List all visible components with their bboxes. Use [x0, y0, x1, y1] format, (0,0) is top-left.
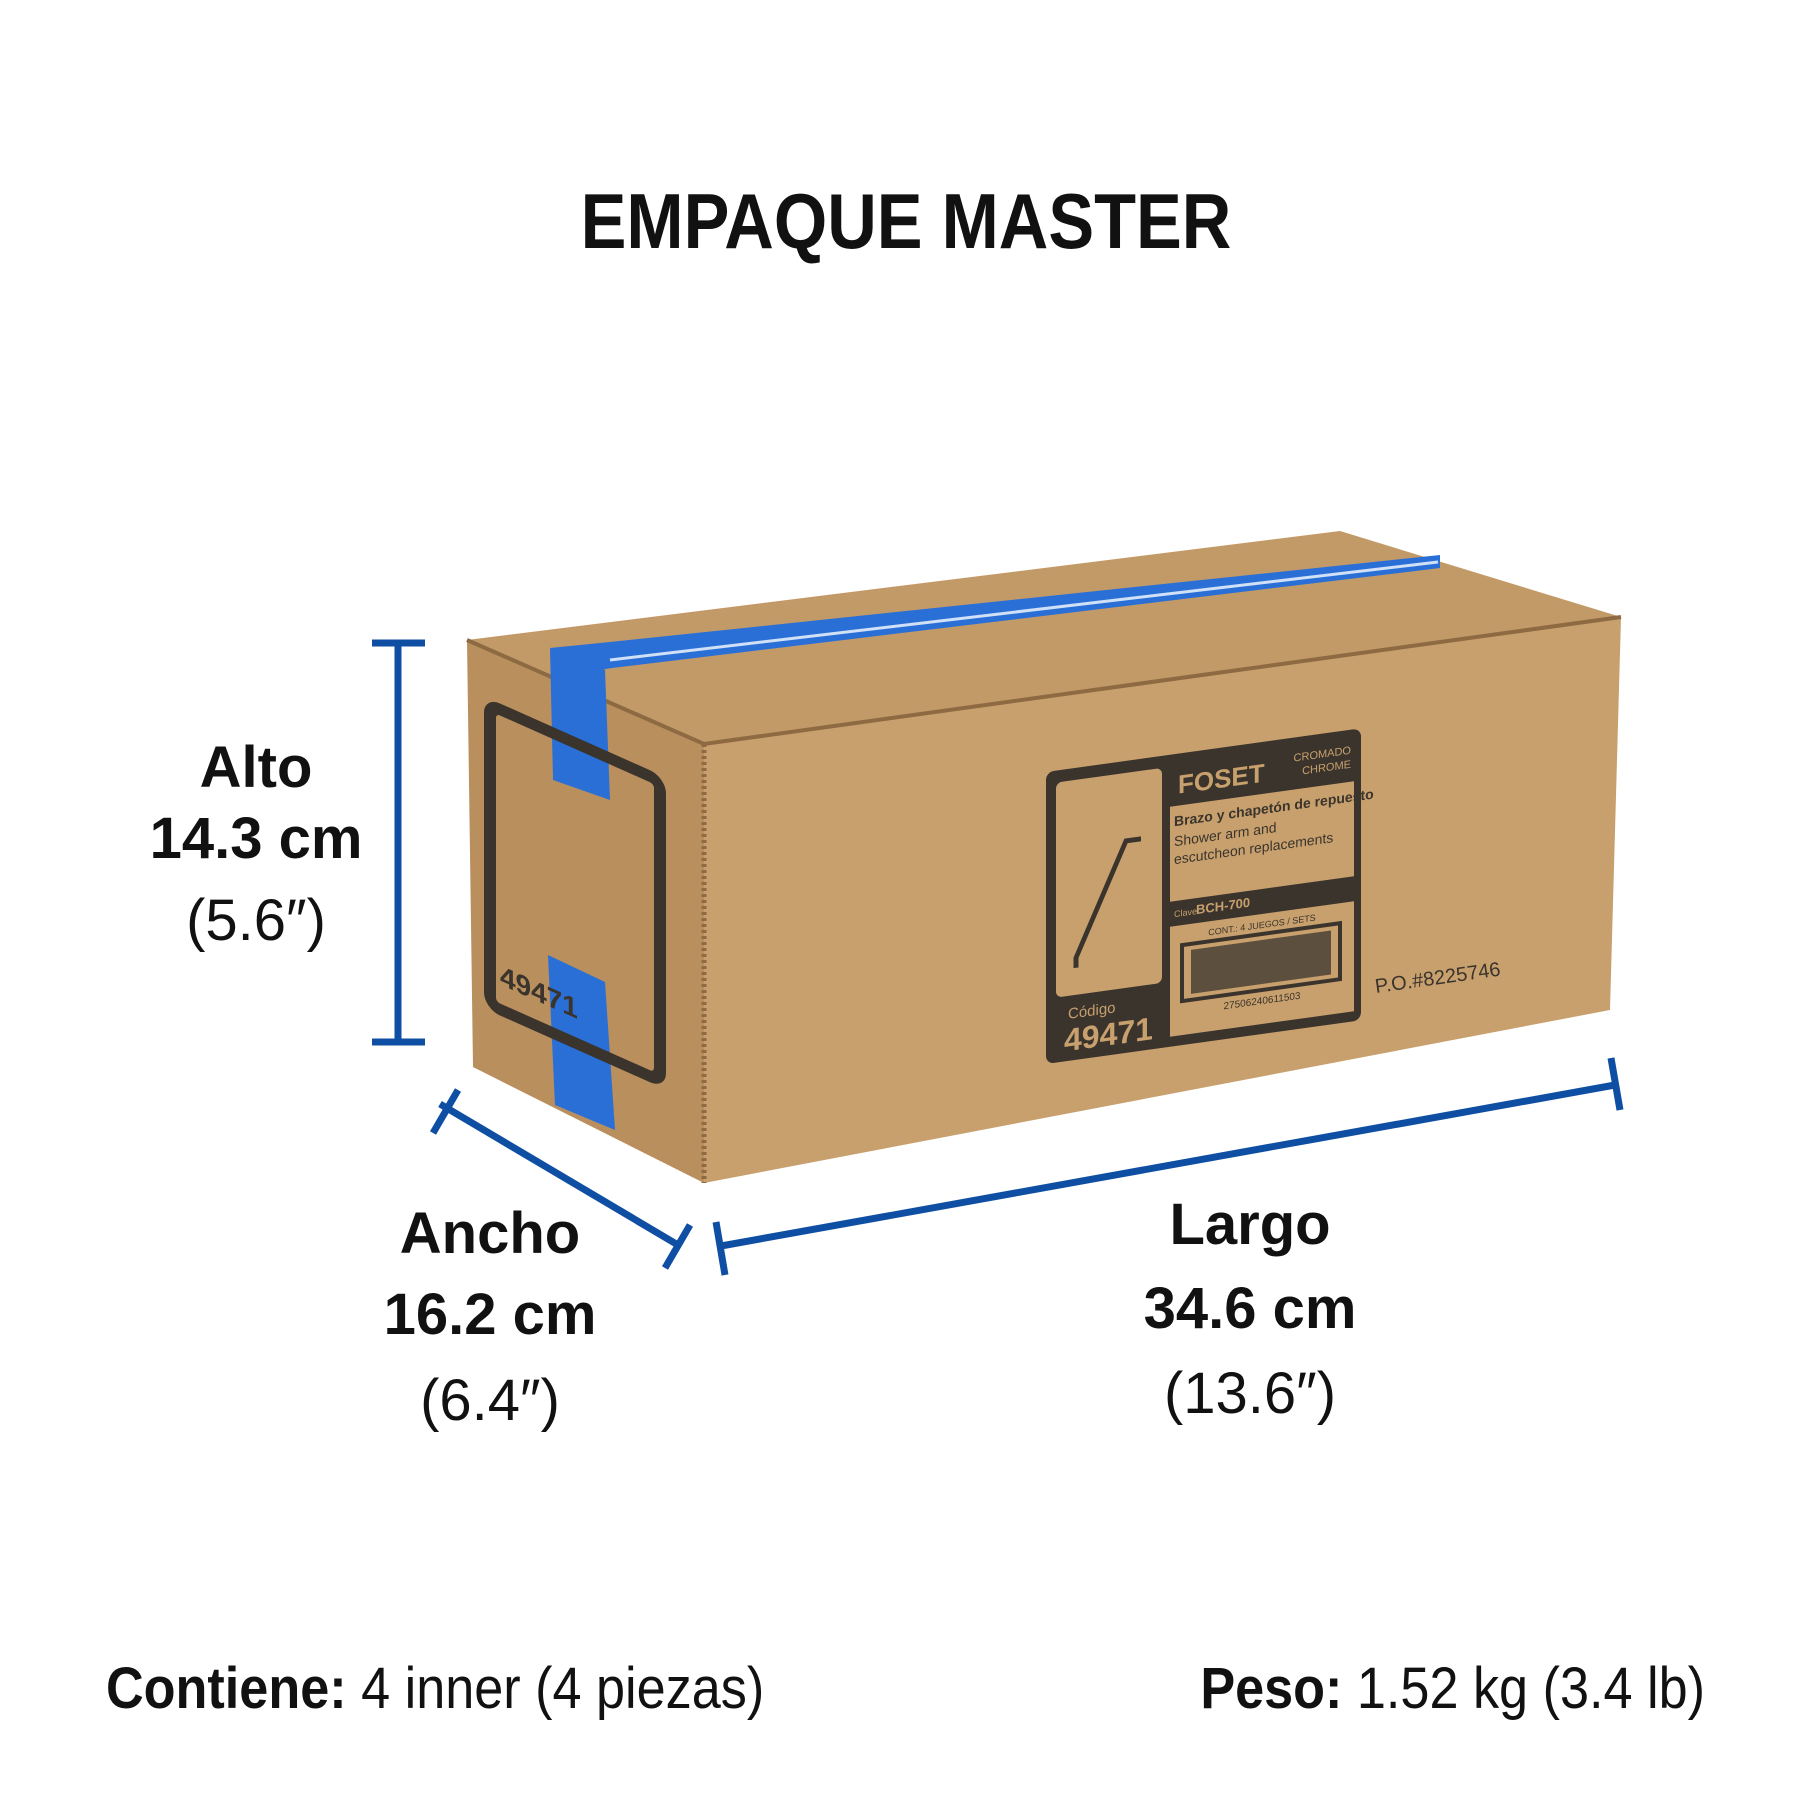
svg-text:Clave:: Clave:	[1174, 906, 1199, 919]
product-label: Código 49471 FOSET CROMADO CHROME Brazo …	[1046, 729, 1374, 1063]
peso-text: Peso: 1.52 kg (3.4 lb)	[1200, 1655, 1705, 1720]
alto-line	[372, 639, 425, 1046]
master-box: 49471 Código 49471 FOSET CROMADO CHROME …	[466, 531, 1622, 1183]
largo-label: Largo	[1169, 1192, 1330, 1257]
alto-metric: 14.3 cm	[150, 806, 363, 871]
alto-label: Alto	[200, 735, 313, 800]
box-top	[467, 531, 1621, 744]
barcode	[1191, 930, 1331, 994]
largo-line	[712, 1057, 1624, 1276]
largo-metric: 34.6 cm	[1144, 1276, 1357, 1341]
largo-imperial: (13.6″)	[1164, 1361, 1336, 1426]
ancho-metric: 16.2 cm	[384, 1282, 597, 1347]
svg-text:Código: Código	[1068, 999, 1116, 1023]
page-title: EMPAQUE MASTER	[581, 177, 1232, 265]
contiene-text: Contiene: 4 inner (4 piezas)	[106, 1655, 764, 1720]
ancho-line	[429, 1088, 694, 1270]
ancho-imperial: (6.4″)	[420, 1368, 560, 1433]
alto-imperial: (5.6″)	[186, 888, 326, 953]
ancho-label: Ancho	[400, 1201, 580, 1266]
tape-side-top	[550, 648, 610, 800]
dimension-lines	[372, 639, 1624, 1276]
